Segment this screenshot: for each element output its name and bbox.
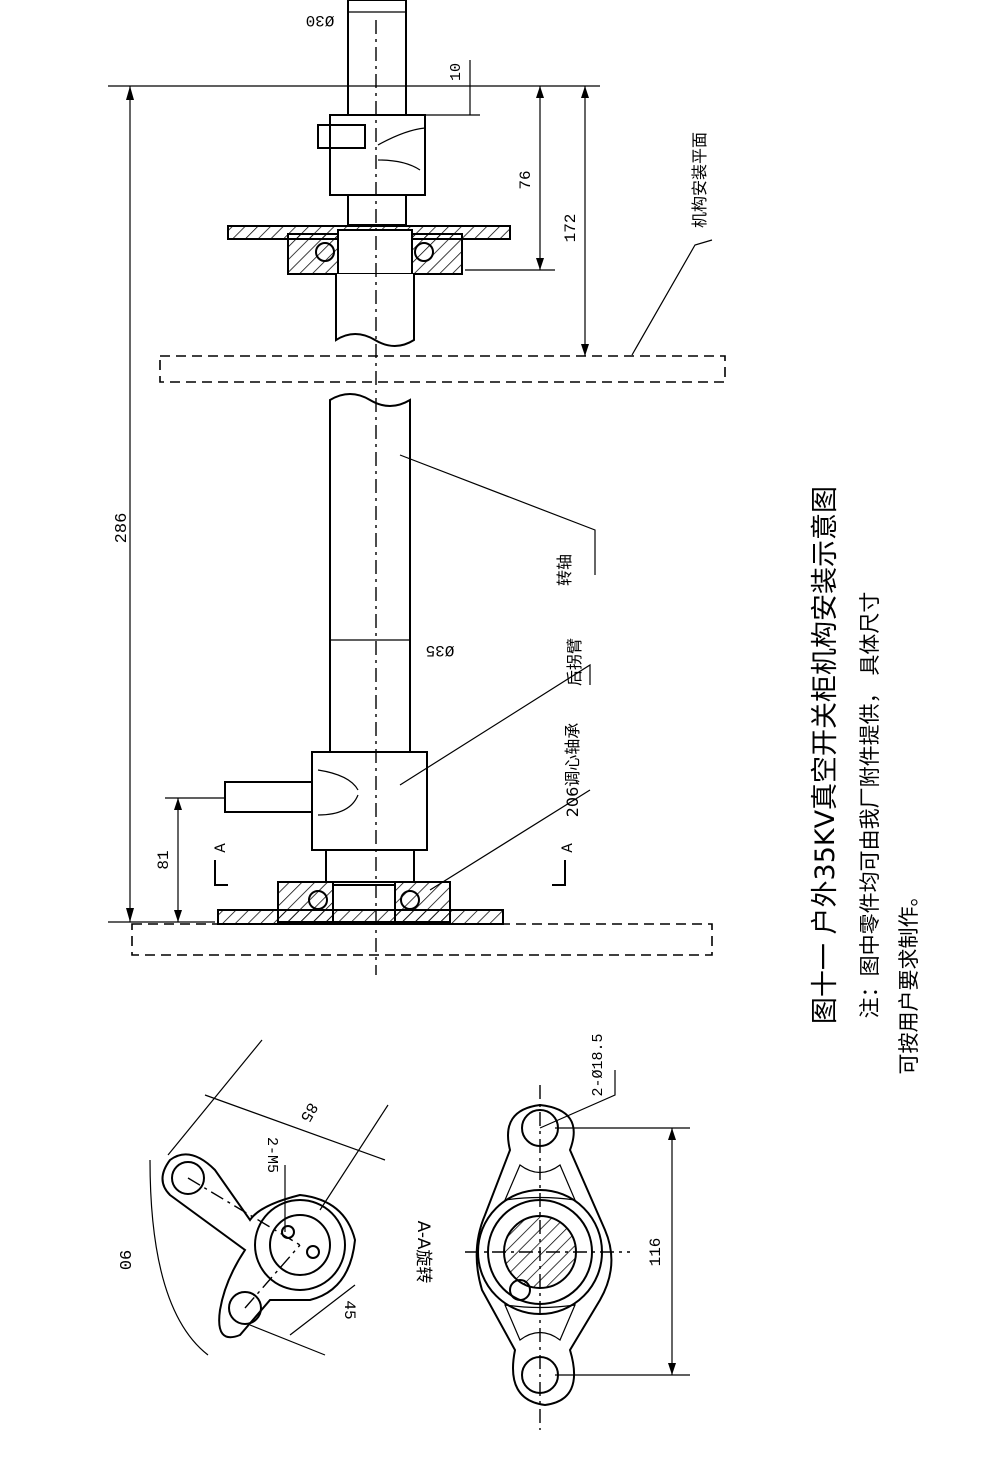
- lower-crank-slot: [317, 769, 359, 816]
- crank-hub-inner: [269, 1214, 331, 1276]
- angle-text: 90: [114, 1250, 133, 1270]
- label-bearing: 206调心轴承: [563, 723, 582, 818]
- section-mark-left: A: [213, 843, 229, 853]
- holes-label: 2-Ø18.5: [590, 1033, 607, 1096]
- upper-bearing-left: [287, 233, 339, 275]
- crank-body: [161, 1153, 357, 1339]
- dim-81-text: 81: [155, 850, 173, 869]
- section-view: A-A旋转 116 2-Ø18.5: [413, 1033, 690, 1430]
- upper-shaft: [347, 0, 407, 116]
- caption-block: 图十一 户外35KV真空开关柜机构安装示意图 注：图中零件均可由我厂附件提供， …: [810, 486, 921, 1075]
- upper-bearing-right: [411, 233, 463, 275]
- dia-top-text: Ø30: [306, 11, 335, 29]
- note-line-2: 可按用户要求制作。: [897, 886, 921, 1075]
- angle-arc: [149, 1159, 209, 1356]
- mounting-plane-label: 机构安装平面: [690, 132, 709, 228]
- upper-crank-pin: [317, 124, 366, 149]
- label-crank: 后拐臂: [565, 638, 584, 686]
- lower-shaft-neck: [325, 849, 415, 883]
- upper-bearing-inner: [337, 229, 413, 275]
- dim-10-text: 10: [448, 63, 465, 81]
- upper-ball-left: [315, 242, 335, 262]
- bearing-leader: [429, 789, 591, 891]
- main-shaft: [329, 393, 411, 753]
- dia-shaft-text: Ø35: [426, 641, 455, 659]
- lower-crank-pin: [224, 781, 313, 813]
- bearing-ball: [509, 1279, 531, 1301]
- dim-45-text: 45: [340, 1300, 358, 1319]
- dim-286-text: 286: [113, 513, 132, 544]
- upper-shaft-break: [335, 274, 415, 347]
- crank-hole-bottom: [228, 1291, 262, 1325]
- dim-85-text: 85: [296, 1099, 321, 1125]
- dim-76-text: 76: [517, 170, 535, 189]
- figure-caption: 图十一 户外35KV真空开关柜机构安装示意图: [810, 486, 841, 1024]
- lower-flange-plate: [217, 909, 504, 925]
- shaft-leader: [399, 454, 596, 575]
- mounting-plane-leader: [631, 239, 713, 356]
- label-shaft: 转轴: [555, 554, 574, 586]
- upper-crank-slot: [377, 127, 426, 171]
- upper-ball-right: [414, 242, 434, 262]
- dim-116-text: 116: [647, 1238, 665, 1267]
- section-title: A-A旋转: [413, 1221, 433, 1284]
- crank-hub-outer: [254, 1199, 346, 1291]
- thread-label: 2-M5: [263, 1137, 280, 1173]
- note-line-1: 注：图中零件均可由我厂附件提供， 具体尺寸: [858, 592, 882, 1019]
- upper-crank-block: [329, 114, 426, 196]
- dim-172-text: 172: [562, 214, 580, 243]
- upper-shaft-mid: [347, 194, 407, 226]
- lower-mounting-outline: [131, 923, 713, 956]
- lower-crank-block: [311, 751, 428, 851]
- thread-hole-2: [306, 1245, 320, 1259]
- side-view: 286 Ø30 10 76 172 机构安装平面 81 A A Ø35: [108, 0, 726, 975]
- mounting-plane-outline: [159, 355, 726, 383]
- crank-hole-top: [171, 1161, 205, 1195]
- dim-85-line: [204, 1094, 386, 1161]
- crank-view: 90 85 45 2-M5: [114, 1039, 389, 1356]
- crank-leader: [399, 663, 591, 786]
- section-mark-right: A: [560, 843, 576, 853]
